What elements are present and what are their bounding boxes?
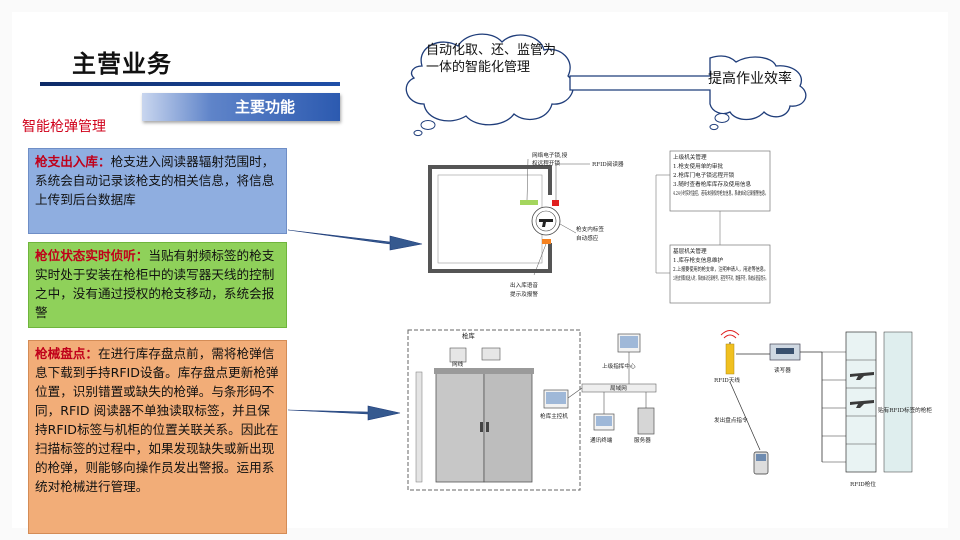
network-label: 网线 xyxy=(452,360,464,368)
server-label: 服务器 xyxy=(634,436,651,444)
inventory-cmd-label: 发出盘点指令 xyxy=(714,416,748,424)
voice-label: 出入库语音 xyxy=(510,281,538,289)
upper-mgmt-box xyxy=(669,150,771,212)
room-frame xyxy=(407,329,581,491)
feature-box-position-monitor: 枪位状态实时侦听：当贴有射频标签的枪支实时处于安装在枪柜中的读写器天线的控制之中… xyxy=(28,242,287,328)
diagram-network: 枪库 网线 枪库主控机 局域网 上级指挥中心 通讯终端 服务器 xyxy=(404,322,676,494)
client-label: 通讯终端 xyxy=(590,436,613,444)
connector-arrows xyxy=(287,229,423,421)
upper-mgmt-item: 2.枪库门电子锁远程开锁 xyxy=(673,171,735,179)
feature-heading: 枪位状态实时侦听： xyxy=(35,248,149,263)
tag-label: 枪支内标签 xyxy=(576,225,604,233)
feature-box-stock-in-out: 枪支出入库：枪支进入阅读器辐射范围时，系统会自动记录该枪支的相关信息，将信息上传… xyxy=(28,148,287,234)
rifle-icon xyxy=(850,372,874,380)
feature-box-inventory: 枪械盘点：在进行库存盘点前，需将枪弹信息下载到手持RFID设备。库存盘点更新枪弹… xyxy=(28,340,287,534)
arrow-text: 提高作业效率 xyxy=(708,71,792,87)
network-box xyxy=(449,347,467,363)
lock-label: 权远程开锁 xyxy=(532,159,560,167)
lock-label: 网络电子锁,授 xyxy=(532,151,568,159)
lan-label: 局域网 xyxy=(610,384,627,392)
base-mgmt-item: 3.枪支领取或送入时，系统自动记录枪号，若型号不对，数量不符，系统会语音提示。 xyxy=(673,274,768,282)
cloud-text: 自动化取、还、监管为一体的智能化管理 xyxy=(426,43,557,75)
diagram-rfid-cabinet: RFID天线 读写器 贴有RFID标签的枪柜 发出盘点指令 RFID枪位 xyxy=(704,322,948,494)
gun-tag-ring xyxy=(535,210,557,232)
cloud-callout xyxy=(405,33,807,137)
page-title: 主营业务 xyxy=(72,50,172,78)
arrow-bubble-1 xyxy=(714,113,730,123)
cloud-shape xyxy=(405,33,574,126)
cabinet-door xyxy=(483,371,533,483)
reader-mark xyxy=(552,200,559,206)
cloud-bubble-2 xyxy=(413,129,423,137)
rifle-icon xyxy=(850,400,874,408)
voice-label: 提示及报警 xyxy=(510,290,538,298)
base-mgmt-item: 1.库存枪支信息维护 xyxy=(673,256,723,264)
pistol-icon xyxy=(539,219,553,227)
base-mgmt-title: 基层机关管理 xyxy=(673,247,707,255)
center-label: 上级指挥中心 xyxy=(602,362,636,370)
base-mgmt-box xyxy=(669,244,771,304)
connector-arrow-2 xyxy=(287,405,401,421)
diagram-gun-room: 网络电子锁,授 权远程开锁 RFID阅读器 枪支内标签 自动感应 出入库语音 提… xyxy=(424,145,790,307)
function-bar-label: 主要功能 xyxy=(234,98,295,116)
tag-label: 自动感应 xyxy=(576,234,599,242)
upper-mgmt-item: 4.24小时实时监控，若有未授权的枪支信息，系统自动记录报警信息。 xyxy=(673,189,768,197)
upper-mgmt-item: 1.枪支使用单的审批 xyxy=(673,162,723,170)
cabinet-label: 贴有RFID标签的枪柜 xyxy=(878,406,932,414)
local-pc-label: 枪库主控机 xyxy=(540,412,568,420)
section-label: 智能枪弹管理 xyxy=(22,119,106,135)
upper-mgmt-title: 上级机关管理 xyxy=(673,153,707,161)
feature-heading: 枪械盘点： xyxy=(35,346,98,361)
cloud-bubble-1 xyxy=(420,120,436,130)
reader-label: 读写器 xyxy=(774,366,791,374)
feature-body: 枪支进入阅读器辐射范围时，系统会自动记录该枪支的相关信息，将信息上传到后台数据库 xyxy=(35,154,275,207)
handheld-label: RFID枪位 xyxy=(850,480,876,488)
antenna-strip xyxy=(415,371,423,483)
room-label: 枪库 xyxy=(462,331,475,340)
base-mgmt-item: 2.上报要使用的枪支单，注明申请人，用途等信息。 xyxy=(673,265,768,273)
arrow-shape xyxy=(569,55,807,121)
server xyxy=(637,407,655,435)
antenna-label: RFID天线 xyxy=(714,376,740,384)
cabinet-door xyxy=(435,371,485,483)
door-lock xyxy=(520,200,538,205)
title-underline xyxy=(40,82,340,86)
upper-mgmt-item: 3.随时查看枪库库存及使用信息 xyxy=(673,180,751,188)
alarm-mark xyxy=(542,239,551,244)
feature-body: 当贴有射频标签的枪支实时处于安装在枪柜中的读写器天线的控制之中，没有通过授权的枪… xyxy=(35,248,275,320)
connector-arrow-1 xyxy=(287,229,423,251)
feature-heading: 枪支出入库： xyxy=(35,154,111,169)
function-bar: 主要功能 xyxy=(142,93,340,121)
feature-body: 在进行库存盘点前，需将枪弹信息下载到手持RFID设备。库存盘点更新枪弹位置，识别… xyxy=(35,346,279,494)
rfid-reader-label: RFID阅读器 xyxy=(592,160,624,168)
arrow-bubble-2 xyxy=(709,123,719,131)
